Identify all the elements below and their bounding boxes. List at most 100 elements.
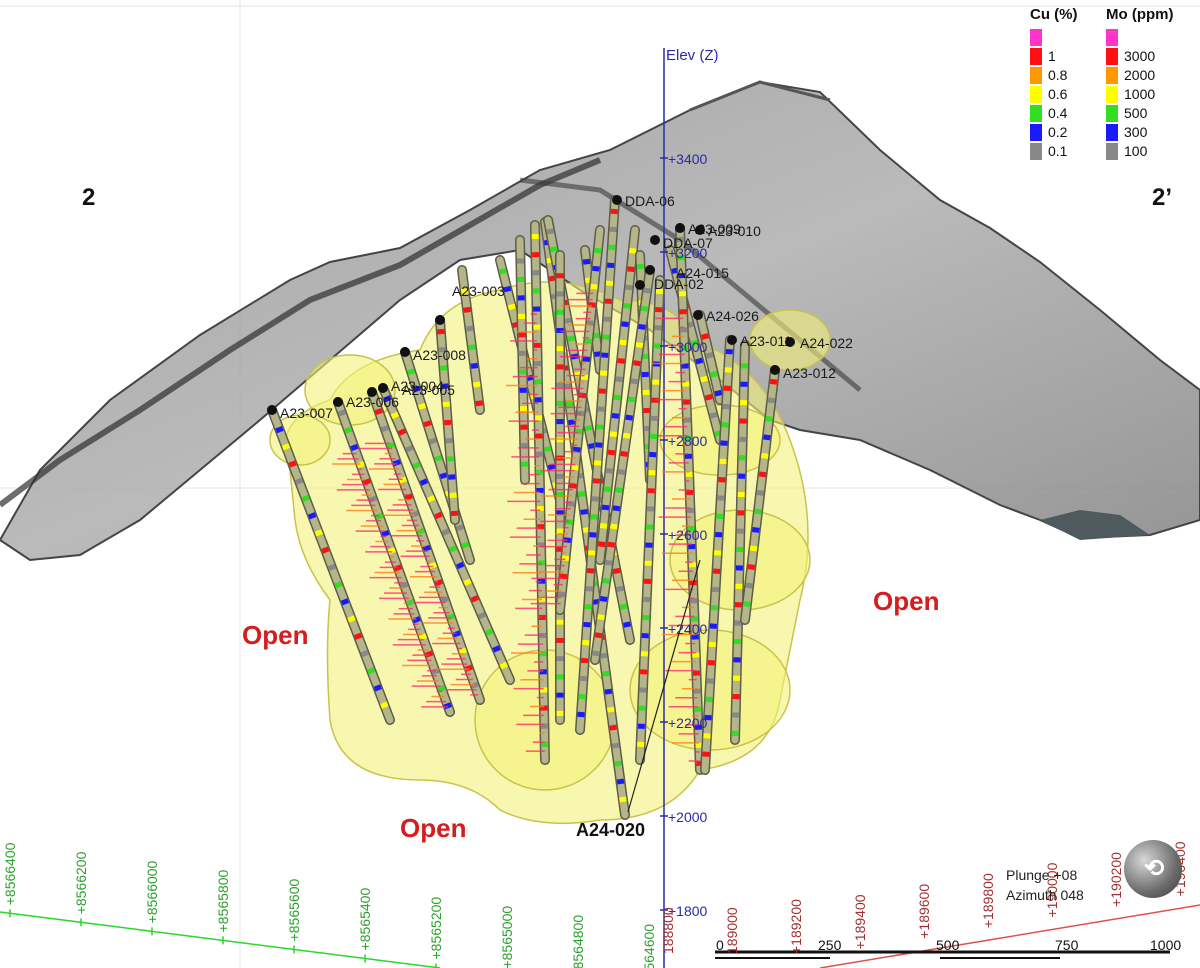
drillhole-trace: [400, 347, 475, 565]
drillhole-trace: [457, 265, 485, 415]
drillhole-trace: [635, 275, 665, 765]
elev-tick-label: +1800: [668, 903, 708, 919]
legend-value: 1: [1048, 48, 1056, 64]
northing-tick-label: +8565400: [357, 888, 373, 951]
highlight-hole-leader: [627, 559, 701, 813]
legend-swatch: [1106, 124, 1118, 141]
easting-tick-label: +189800: [980, 873, 996, 928]
northing-tick-label: +8564600: [641, 924, 657, 968]
legend-swatch: [1030, 143, 1042, 160]
drillhole-trace: [730, 340, 750, 745]
drillhole-label: A23-003: [452, 283, 505, 299]
drillhole-label: A23-007: [280, 405, 333, 421]
northing-tick-label: +8565600: [286, 879, 302, 942]
drillhole-trace: [700, 335, 735, 775]
legend-cu-title: Cu (%): [1030, 6, 1078, 23]
open-label-depth: Open: [400, 813, 467, 843]
drillhole-label: A24-026: [706, 308, 759, 324]
drillhole-label: A23-012: [783, 365, 836, 381]
legend-value: 0.2: [1048, 124, 1068, 140]
legend-swatch: [1030, 29, 1042, 46]
easting-tick-label: +189400: [852, 894, 868, 949]
drillhole-trace: [515, 235, 530, 485]
collar-marker: [695, 225, 705, 235]
section-label-left: 2: [82, 184, 96, 211]
legend-value: 500: [1124, 105, 1148, 121]
collar-marker: [785, 337, 795, 347]
collar-marker: [267, 405, 277, 415]
drillhole-label: DDA-07: [663, 235, 713, 251]
elev-tick-label: +3000: [668, 339, 708, 355]
elev-tick-label: +3400: [668, 151, 708, 167]
legend-value: 3000: [1124, 48, 1156, 64]
legend-swatch: [1106, 143, 1118, 160]
collar-marker: [612, 195, 622, 205]
view-orientation: Plunge +08 Azimuth 048: [1006, 865, 1084, 905]
drillhole-label: A23-010: [708, 223, 761, 239]
legend-value: 0.8: [1048, 67, 1068, 83]
legend-value: 0.1: [1048, 143, 1068, 159]
collar-marker: [635, 280, 645, 290]
northing-tick-label: +8566000: [144, 860, 160, 923]
elev-tick-label: +2000: [668, 809, 708, 825]
easting-tick-label: +190000: [1044, 862, 1060, 917]
legend-value: 2000: [1124, 67, 1156, 83]
drillhole-label: DDA-06: [625, 193, 675, 209]
drillholes: A23-007A23-006A23-005A23-004A23-008A23-0…: [267, 193, 853, 820]
scale-label: 0: [716, 937, 724, 953]
drillhole-trace: [595, 225, 640, 565]
legend-value: 0.6: [1048, 86, 1068, 102]
drillhole-label: A23-011: [740, 333, 792, 349]
elev-axis-title: Elev (Z): [666, 47, 719, 64]
legend-swatch: [1106, 29, 1118, 46]
collar-marker: [650, 235, 660, 245]
collar-marker: [400, 347, 410, 357]
compass-icon[interactable]: ⟲: [1124, 840, 1182, 898]
drillhole-label: A23-006: [346, 394, 399, 410]
easting-tick-label: 189000: [724, 907, 740, 954]
easting-tick-label: 188800: [660, 907, 676, 954]
legend-swatch: [1106, 105, 1118, 122]
collar-marker: [333, 397, 343, 407]
section-label-right: 2’: [1152, 184, 1173, 211]
northing-tick-label: +8565800: [215, 869, 231, 932]
scale-label: 250: [818, 937, 842, 953]
legend-swatch: [1030, 48, 1042, 65]
collar-marker: [367, 387, 377, 397]
northing-axis: [0, 911, 441, 968]
elev-tick-label: +2600: [668, 527, 708, 543]
legend-value: 100: [1124, 143, 1148, 159]
scale-label: 500: [936, 937, 960, 953]
drillhole-trace: [435, 315, 460, 525]
northing-tick-label: +8566400: [2, 842, 18, 905]
drillhole-trace: [267, 405, 395, 725]
legend-value: 1000: [1124, 86, 1156, 102]
highlight-hole-label: A24-020: [576, 820, 646, 840]
open-label-west: Open: [242, 620, 309, 650]
axis-labels: +3400+3200+3000+2800+2600+2400+2200+2000…: [2, 47, 1188, 968]
elev-tick-label: +2200: [668, 715, 708, 731]
easting-axis: [819, 904, 1200, 968]
northing-tick-label: +8565200: [428, 897, 444, 960]
drillhole-trace: [590, 265, 655, 665]
legend-swatch: [1106, 67, 1118, 84]
elev-tick-label: +2400: [668, 621, 708, 637]
drillhole-trace: [695, 310, 725, 405]
scale-label: 1000: [1150, 937, 1182, 953]
easting-tick-label: +189600: [916, 884, 932, 939]
collar-marker: [675, 223, 685, 233]
legend-swatch: [1030, 86, 1042, 103]
collar-marker: [693, 310, 703, 320]
drillhole-trace: [740, 365, 780, 625]
collar-marker: [770, 365, 780, 375]
legend-value: 300: [1124, 124, 1148, 140]
collar-marker: [645, 265, 655, 275]
legend-value: 0.4: [1048, 105, 1068, 121]
northing-tick-label: +8565000: [499, 906, 515, 968]
drillhole-label: A24-015: [676, 265, 729, 281]
drillhole-label: A24-022: [800, 335, 853, 351]
northing-tick-label: +8566200: [73, 851, 89, 914]
northing-tick-label: +8564800: [570, 915, 586, 968]
